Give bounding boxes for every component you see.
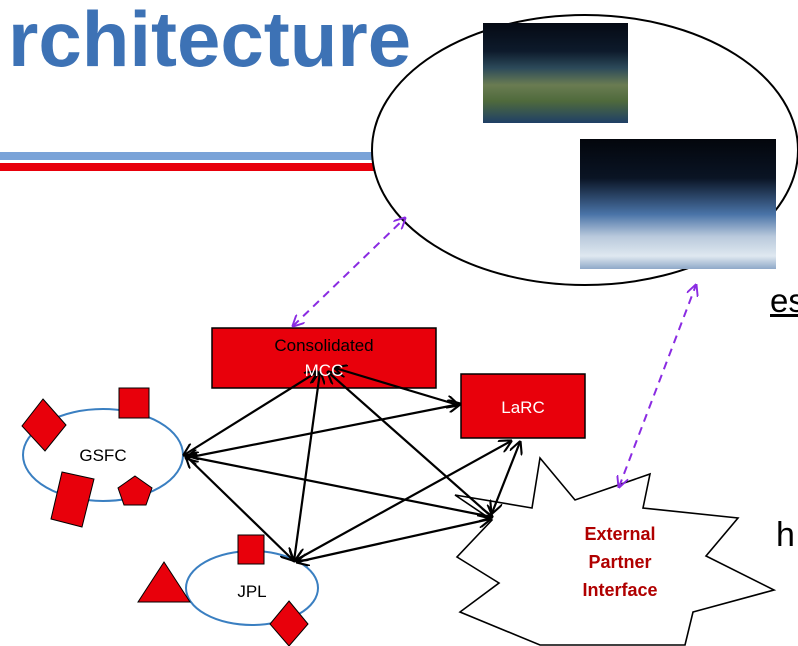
jpl-triangle-shape <box>137 561 191 603</box>
external-line1: External <box>584 524 656 544</box>
link-larc-external <box>492 442 520 513</box>
external-line2: Partner <box>588 552 652 572</box>
gsfc-diamond-shape <box>21 398 67 452</box>
cropped-text-fragment-bottom: h <box>776 516 795 554</box>
jpl-label: JPL <box>237 582 267 601</box>
jpl-square-shape <box>237 534 265 565</box>
gsfc-pentagon-shape <box>117 475 153 506</box>
satellite-over-hurricane-photo <box>580 139 776 269</box>
external-line3: Interface <box>582 580 658 600</box>
dashed-link-external-satellites <box>619 285 696 487</box>
jpl-diamond-shape <box>269 600 309 646</box>
mcc-label-line1: Consolidated <box>274 336 374 355</box>
gsfc-square-shape <box>118 387 150 419</box>
gsfc-label: GSFC <box>79 446 127 465</box>
external-partner-label: External Partner Interface <box>540 520 700 604</box>
mcc-label-line2: MCC <box>304 361 344 380</box>
title-rule-red <box>0 163 385 171</box>
larc-label: LaRC <box>501 398 545 417</box>
satellite-over-florida-photo <box>483 23 628 123</box>
gsfc-rectangle-shape <box>50 471 95 528</box>
link-gsfc-larc <box>186 404 460 458</box>
dashed-link-mcc-satellites <box>293 218 405 326</box>
link-gsfc-external <box>186 456 492 517</box>
cropped-text-fragment: es <box>770 282 798 319</box>
link-jpl-external <box>297 519 490 562</box>
page-title: rchitecture <box>8 0 412 83</box>
link-mcc-jpl <box>294 372 320 561</box>
title-rule-blue <box>0 152 385 160</box>
link-gsfc-jpl <box>186 456 293 560</box>
